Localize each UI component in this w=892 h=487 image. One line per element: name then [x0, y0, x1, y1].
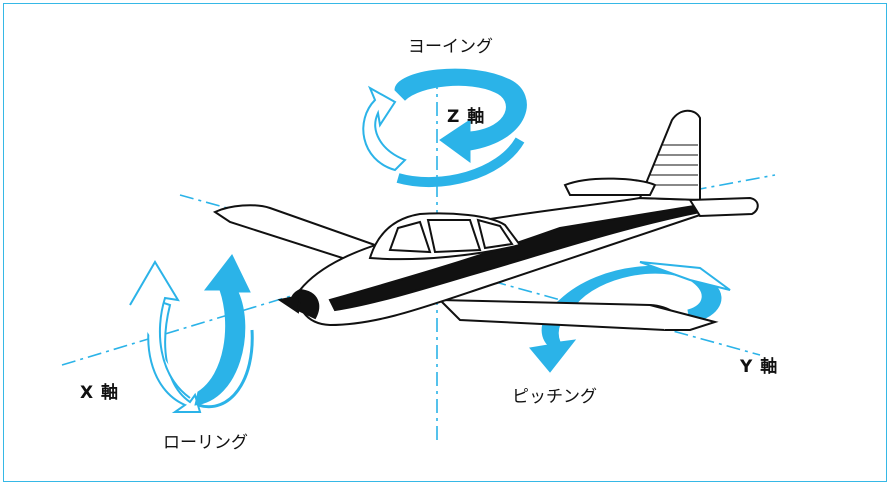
- pitching-label: ピッチング: [512, 387, 597, 407]
- roll-arrow: [129, 254, 254, 413]
- horizontal-stabilizer: [563, 177, 657, 196]
- rolling-label: ローリング: [163, 433, 248, 453]
- yawing-label: ヨーイング: [408, 37, 493, 57]
- z-axis-label: Z 軸: [447, 107, 486, 127]
- right-wing: [437, 298, 682, 332]
- yaw-arrow: [362, 68, 527, 188]
- airplane-illustration: [212, 109, 759, 332]
- x-axis-label: X 軸: [80, 383, 120, 403]
- y-axis-label: Y 軸: [740, 357, 779, 377]
- propeller: [277, 294, 302, 314]
